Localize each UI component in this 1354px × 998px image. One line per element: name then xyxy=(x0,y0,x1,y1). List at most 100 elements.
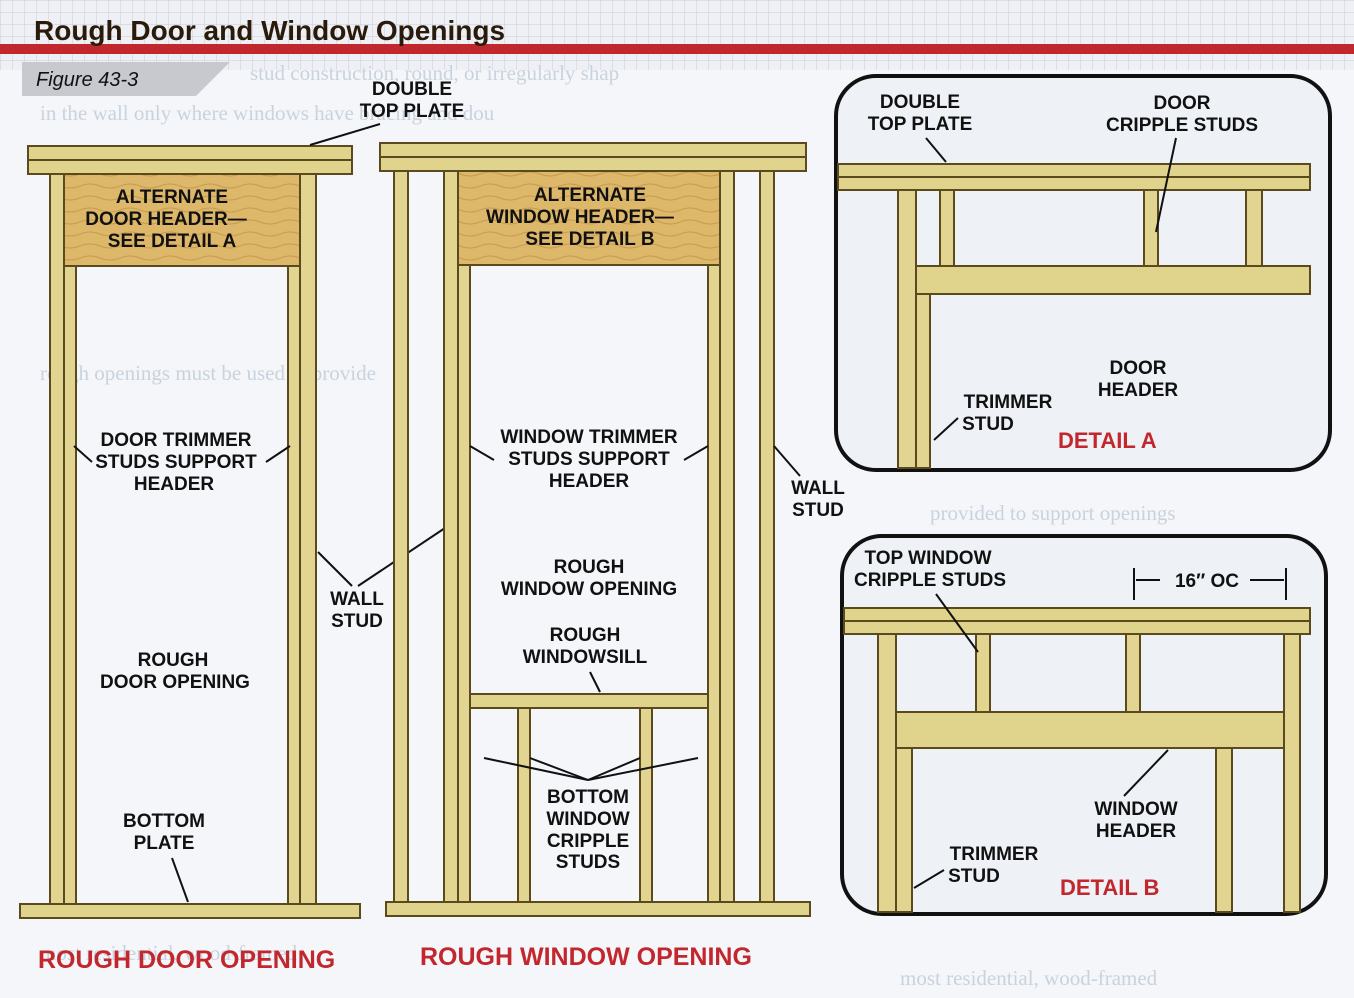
label-b-cripple-2: CRIPPLE STUDS xyxy=(854,570,1006,591)
window-framing xyxy=(379,142,811,917)
title-banner-stripe xyxy=(0,44,1354,54)
detail-b-title: DETAIL B xyxy=(1060,875,1159,900)
svg-text:most residential, wood-framed: most residential, wood-framed xyxy=(40,941,298,965)
detail-b-header xyxy=(895,711,1285,749)
label-door-header-2: DOOR HEADER— xyxy=(85,209,247,230)
detail-b-panel: TOP WINDOW CRIPPLE STUDS 16″ OC WINDOW H… xyxy=(840,534,1328,916)
door-framing xyxy=(19,145,361,919)
label-bottom-cripple-4: STUDS xyxy=(556,852,620,873)
label-window-header-2: WINDOW HEADER— xyxy=(486,207,674,228)
leader-window-trimmer-left xyxy=(469,445,495,461)
door-top-plate-lower xyxy=(27,159,353,175)
label-a-double-top-plate-2: TOP PLATE xyxy=(868,114,973,135)
label-window-trimmer-2: STUDS SUPPORT xyxy=(508,449,670,470)
door-bottom-plate xyxy=(19,903,361,919)
label-rough-window-opening-1: ROUGH xyxy=(554,557,625,578)
svg-text:most residential, wood-framed: most residential, wood-framed xyxy=(900,966,1158,990)
title-banner-grid xyxy=(0,0,1354,70)
label-door-wall-stud-1: WALL xyxy=(330,589,384,610)
leader-door-wall-stud xyxy=(317,551,353,587)
figure-tab xyxy=(22,62,230,96)
label-a-double-top-plate-1: DOUBLE xyxy=(880,92,960,113)
label-window-trimmer-1: WINDOW TRIMMER xyxy=(500,427,678,448)
detail-b-top-plate-lower xyxy=(843,620,1311,635)
caption-rough-door-opening: ROUGH DOOR OPENING xyxy=(38,946,335,974)
leader-bottom-plate xyxy=(171,857,189,903)
label-bottom-plate-2: PLATE xyxy=(134,833,195,854)
page-title: Rough Door and Window Openings xyxy=(34,15,505,46)
leader-a-top-plate xyxy=(925,137,947,163)
label-b-trimmer-1: TRIMMER xyxy=(950,844,1039,865)
label-window-trimmer-3: HEADER xyxy=(549,471,630,492)
window-wall-stud-right xyxy=(759,170,775,903)
label-bottom-plate-1: BOTTOM xyxy=(123,811,205,832)
label-door-header-3: SEE DETAIL A xyxy=(108,231,237,252)
spacing-label: 16″ OC xyxy=(1175,571,1239,592)
door-labels: DOUBLE TOP PLATE ALTERNATE DOOR HEADER— … xyxy=(38,79,464,974)
window-king-stud-right xyxy=(719,170,735,903)
leader-b-header xyxy=(1123,749,1169,797)
leader-b-trimmer xyxy=(913,869,945,889)
window-bottom-plate xyxy=(385,901,811,917)
window-cripple-2 xyxy=(639,707,653,903)
label-a-cripple-2: CRIPPLE STUDS xyxy=(1106,115,1258,136)
window-trimmer-right xyxy=(707,264,721,903)
leader-door-trimmer-left xyxy=(73,445,93,463)
door-top-plate-upper xyxy=(27,145,353,161)
leader-cripple-3 xyxy=(587,757,641,781)
detail-a-cripple-1 xyxy=(939,189,955,267)
window-trimmer-left xyxy=(457,264,471,903)
leader-wall-stud-right xyxy=(773,445,801,477)
label-door-wall-stud-2: STUD xyxy=(331,611,383,632)
leader-a-trimmer xyxy=(933,417,959,441)
window-header xyxy=(457,170,721,266)
svg-text:stud construction, round, or i: stud construction, round, or irregularly… xyxy=(250,61,619,85)
detail-a-trimmer-stud xyxy=(915,293,931,469)
caption-rough-window-opening: ROUGH WINDOW OPENING xyxy=(420,943,752,971)
window-sill xyxy=(469,693,709,709)
label-a-trimmer-2: STUD xyxy=(962,414,1014,435)
label-b-cripple-1: TOP WINDOW xyxy=(864,548,991,569)
label-door-trimmer-1: DOOR TRIMMER xyxy=(101,430,252,451)
leader-windowsill xyxy=(589,671,601,693)
detail-a-cripple-3 xyxy=(1245,189,1263,267)
leader-window-trimmer-right xyxy=(683,445,709,461)
label-b-window-header-2: HEADER xyxy=(1096,821,1177,842)
svg-text:in the wall only where windows: in the wall only where windows have brac… xyxy=(40,101,495,125)
svg-text:provided to support openings: provided to support openings xyxy=(930,501,1176,525)
window-top-plate-lower xyxy=(379,156,807,172)
detail-b-cripple-2 xyxy=(1125,633,1141,713)
detail-b-right-stud xyxy=(1283,633,1301,913)
label-double-top-plate-2: TOP PLATE xyxy=(360,101,465,122)
window-cripple-1 xyxy=(517,707,531,903)
door-trimmer-right xyxy=(287,265,301,905)
label-rough-window-opening-2: WINDOW OPENING xyxy=(501,579,677,600)
label-a-door-header-2: HEADER xyxy=(1098,380,1179,401)
detail-a-title: DETAIL A xyxy=(1058,428,1157,453)
label-door-header-1: ALTERNATE xyxy=(116,187,228,208)
detail-a-panel: DOUBLE TOP PLATE DOOR CRIPPLE STUDS DOOR… xyxy=(834,74,1332,472)
detail-a-header xyxy=(915,265,1311,295)
label-rough-door-opening-2: DOOR OPENING xyxy=(100,672,250,693)
label-a-cripple-1: DOOR xyxy=(1154,93,1211,114)
label-windowsill-2: WINDOWSILL xyxy=(523,647,648,668)
leader-door-trimmer-right xyxy=(265,445,291,463)
door-king-stud-left xyxy=(49,173,65,905)
label-door-trimmer-2: STUDS SUPPORT xyxy=(95,452,257,473)
detail-b-cripple-1 xyxy=(975,633,991,713)
leader-double-top-plate xyxy=(309,123,381,146)
leader-cripple-4 xyxy=(587,757,699,781)
window-top-plate-upper xyxy=(379,142,807,158)
leader-cripple-2 xyxy=(529,757,589,781)
leader-a-cripple xyxy=(1155,137,1177,233)
label-bottom-cripple-3: CRIPPLE xyxy=(547,831,629,852)
label-door-trimmer-3: HEADER xyxy=(134,474,215,495)
label-bottom-cripple-2: WINDOW xyxy=(546,809,629,830)
detail-a-top-plate-lower xyxy=(837,176,1311,191)
label-a-trimmer-1: TRIMMER xyxy=(964,392,1053,413)
door-king-stud-right xyxy=(299,173,317,905)
svg-text:rough openings must be used to: rough openings must be used to provide xyxy=(40,361,376,385)
label-windowsill-1: ROUGH xyxy=(550,625,621,646)
leader-b-cripple xyxy=(935,593,979,653)
figure-number: Figure 43-3 xyxy=(36,69,138,91)
